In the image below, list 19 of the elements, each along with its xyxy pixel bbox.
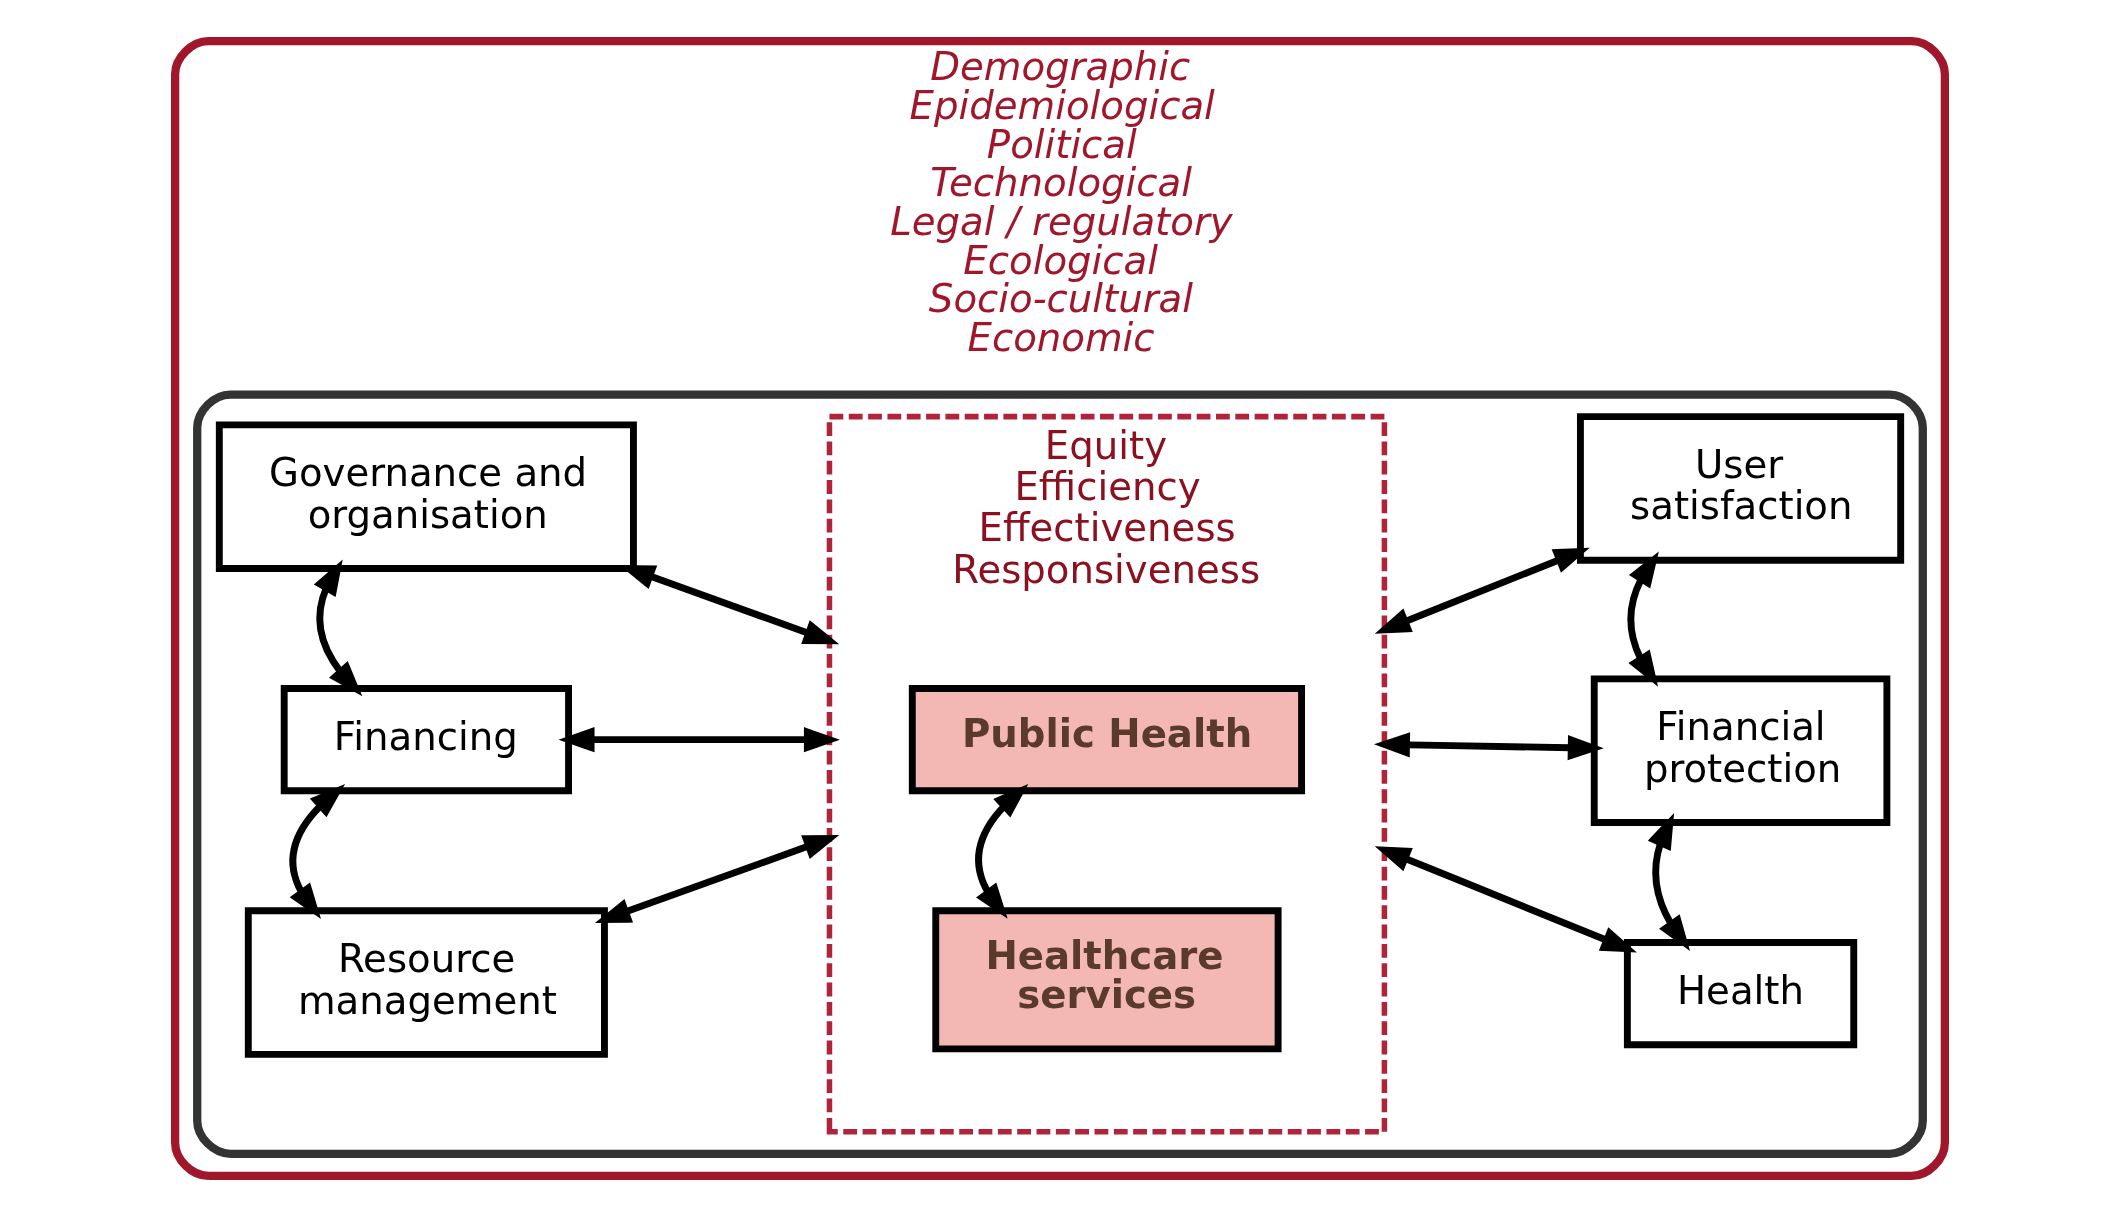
arrow	[313, 559, 362, 697]
cluster	[192, 390, 1927, 1158]
arrow	[974, 783, 1028, 919]
node-box: Financing	[280, 685, 572, 795]
node-box: User satisfaction	[1576, 413, 1904, 564]
arrow	[1373, 732, 1604, 761]
node-box: Resource management	[244, 907, 608, 1058]
arrow	[1374, 547, 1590, 634]
node-box: Health	[1623, 939, 1857, 1049]
arrow	[594, 834, 839, 923]
node-box: Healthcare services	[931, 907, 1282, 1053]
arrow	[1374, 846, 1637, 953]
node-box: Financial protection	[1590, 675, 1890, 826]
arrow	[1647, 813, 1690, 951]
node-box: Public Health	[908, 685, 1305, 795]
arrow	[288, 784, 345, 919]
arrow	[558, 727, 840, 753]
arrow	[1626, 551, 1659, 687]
node-box: Governance and organisation	[215, 421, 637, 572]
